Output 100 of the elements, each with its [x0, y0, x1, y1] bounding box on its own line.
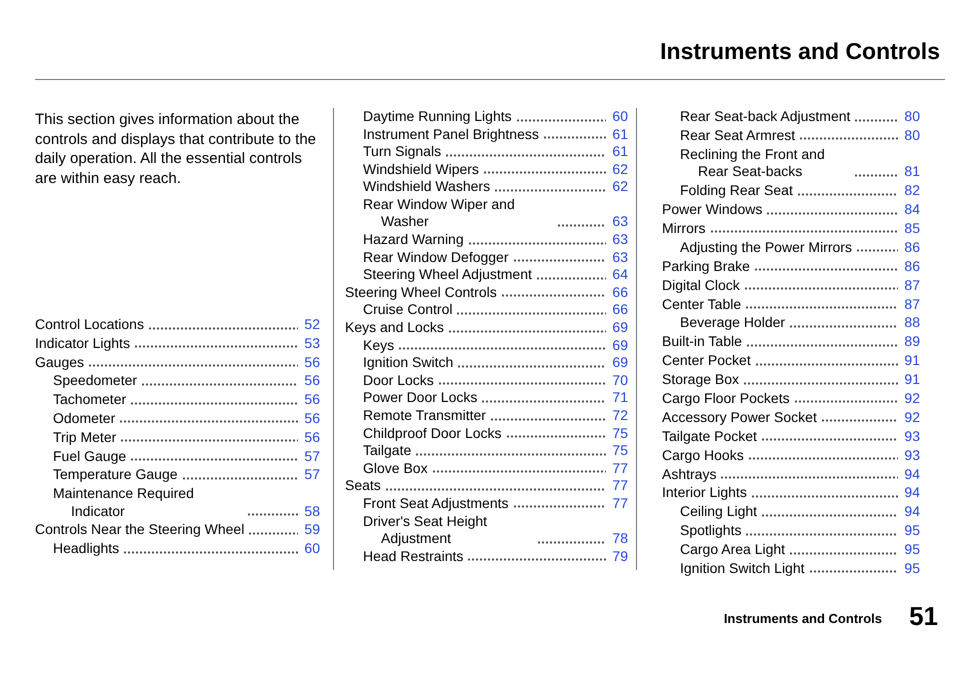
- entry-title: Reclining the Front and Rear Seat-backs: [680, 146, 826, 181]
- entry-title: Driver's Seat Height Adjustment: [363, 512, 488, 548]
- entry-title: Cruise Control: [363, 301, 452, 319]
- page-number: 81: [903, 163, 920, 181]
- entry-title: Controls Near the Steering Wheel: [35, 521, 244, 539]
- page-number: 95: [903, 541, 920, 559]
- page-number: 66: [611, 284, 628, 302]
- entry-title: Trip Meter: [53, 428, 116, 446]
- entry-title: Steering Wheel Adjustment: [363, 266, 532, 284]
- entry-title: Storage Box: [662, 371, 740, 389]
- page-number: 84: [903, 201, 920, 219]
- footer-section-name: Instruments and Controls: [724, 610, 882, 628]
- page-title: Instruments and Controls: [660, 37, 940, 66]
- entry-title: Keys and Locks: [345, 319, 444, 337]
- page-number: 94: [903, 503, 920, 521]
- page-number: 75: [611, 442, 628, 460]
- entry-title: Rear Window Defogger: [363, 248, 509, 266]
- entry-title: Cargo Area Light: [680, 541, 786, 559]
- entry-title: Spotlights: [680, 522, 742, 540]
- page-number: 69: [611, 336, 628, 354]
- page-number: 77: [611, 477, 628, 495]
- entry-title: Steering Wheel Controls: [345, 284, 497, 302]
- page-number-footer: 51: [909, 597, 938, 636]
- entry-title: Power Windows: [662, 201, 762, 219]
- page-number: 56: [303, 410, 320, 428]
- entry-title: Rear Seat Armrest: [680, 126, 796, 144]
- entry-title: Keys: [363, 336, 394, 354]
- entry-title: Built-in Table: [662, 333, 742, 351]
- entry-title: Tachometer: [53, 391, 126, 409]
- page-number: 77: [611, 460, 628, 478]
- page-number: 86: [903, 258, 920, 276]
- page-number: 70: [611, 372, 628, 390]
- page-number: 89: [903, 333, 920, 351]
- entry-title: Headlights: [53, 540, 120, 558]
- entry-title: Ashtrays: [662, 466, 716, 484]
- page-number: 53: [303, 334, 320, 352]
- entry-title: Indicator Lights: [35, 334, 130, 352]
- entry-title: Accessory Power Socket: [662, 408, 817, 426]
- page-number: 72: [611, 407, 628, 424]
- page-number: 58: [303, 502, 320, 520]
- page-number: 57: [303, 466, 320, 484]
- entry-title: Odometer: [53, 410, 116, 428]
- entry-title: Fuel Gauge: [53, 448, 126, 466]
- entry-title: Folding Rear Seat: [680, 182, 793, 200]
- page-number: 52: [303, 316, 320, 334]
- entry-title: Remote Transmitter: [363, 407, 486, 424]
- page-number: 82: [903, 182, 920, 200]
- entry-title: Adjusting the Power Mirrors: [680, 238, 852, 256]
- intro-paragraph: This section gives information about the controls and displays that contribute to the daily operation. All the essential controls are within easy reach.: [35, 110, 318, 188]
- entry-title: Ignition Switch: [363, 354, 454, 372]
- entry-title: Beverage Holder: [680, 314, 786, 332]
- entry-title: Temperature Gauge: [53, 466, 178, 484]
- entry-title: Rear Window Wiper and Washer: [363, 196, 516, 231]
- entry-title: Front Seat Adjustments: [363, 494, 509, 512]
- page-number: 85: [903, 220, 920, 238]
- entry-title: Cargo Floor Pockets: [662, 390, 790, 408]
- page-number: 93: [903, 446, 920, 464]
- page-number: 86: [903, 238, 920, 256]
- page-number: 60: [611, 108, 628, 126]
- entry-title: Seats: [345, 477, 381, 495]
- entry-title: Gauges: [35, 354, 84, 372]
- entry-title: Speedometer: [53, 372, 138, 390]
- entry-title: Cargo Hooks: [662, 446, 744, 464]
- page-number: 69: [611, 354, 628, 372]
- page-number: 56: [303, 372, 320, 390]
- page-number: 80: [903, 108, 920, 126]
- page-number: 94: [903, 484, 920, 502]
- entry-title: Daytime Running Lights: [363, 108, 512, 126]
- entry-title: Windshield Wipers: [363, 160, 479, 178]
- page-number: 88: [903, 314, 920, 332]
- page-number: 78: [611, 530, 628, 548]
- page-number: 61: [611, 143, 628, 161]
- page-number: 71: [611, 389, 628, 407]
- entry-title: Door Locks: [363, 372, 434, 390]
- page-number: 56: [303, 428, 320, 446]
- entry-title: Hazard Warning: [363, 231, 464, 249]
- page-number: 92: [903, 408, 920, 426]
- page-number: 60: [303, 540, 320, 558]
- entry-title: Rear Seat-back Adjustment: [680, 108, 850, 126]
- page-number: 87: [903, 276, 920, 294]
- entry-title: Turn Signals: [363, 143, 442, 161]
- entry-title: Control Locations: [35, 316, 144, 334]
- page-number: 57: [303, 448, 320, 466]
- entry-title: Ceiling Light: [680, 503, 758, 521]
- page-number: 59: [303, 521, 320, 539]
- page-number: 95: [903, 522, 920, 540]
- page-number: 66: [611, 301, 628, 319]
- entry-title: Interior Lights: [662, 484, 747, 502]
- page-number: 77: [611, 494, 628, 512]
- entry-title: Tailgate Pocket: [662, 428, 757, 446]
- entry-title: Ignition Switch Light: [680, 560, 805, 578]
- entry-title: Glove Box: [363, 460, 428, 478]
- page-number: 75: [611, 424, 628, 442]
- entry-title: Instrument Panel Brightness: [363, 126, 539, 144]
- page-number: 95: [903, 560, 920, 578]
- page-number: 63: [611, 213, 628, 231]
- page-number: 62: [611, 178, 628, 196]
- entry-title: Head Restraints: [363, 548, 464, 566]
- entry-title: Power Door Locks: [363, 389, 478, 407]
- page-number: 63: [611, 248, 628, 266]
